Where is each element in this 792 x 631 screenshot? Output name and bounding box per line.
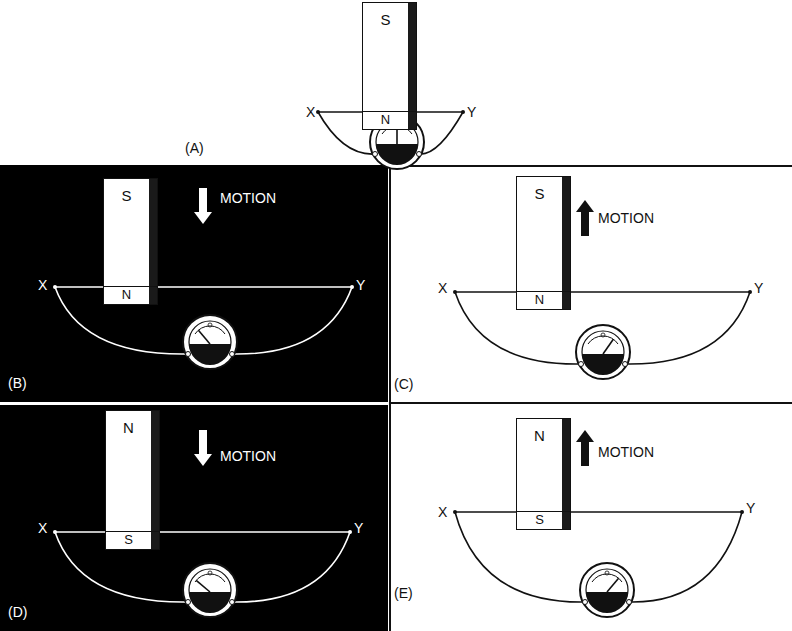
- pole-band: S: [517, 511, 570, 529]
- text-label: Y: [746, 500, 755, 516]
- terminal: [316, 110, 320, 114]
- galvanometer: [576, 325, 630, 379]
- terminal: [453, 510, 457, 514]
- text-label: X: [438, 504, 447, 520]
- meter-lead: [629, 512, 742, 602]
- text-label: X: [38, 277, 47, 293]
- pole-letter: N: [381, 112, 390, 127]
- terminal: [453, 290, 457, 294]
- meter-needle: [196, 580, 210, 592]
- text-label: Y: [354, 520, 363, 536]
- zero-mark: [208, 323, 212, 327]
- galvanometer-base: [586, 592, 628, 613]
- meter-needle: [607, 578, 619, 592]
- text-label: Y: [467, 104, 476, 120]
- pole-letter: N: [106, 419, 151, 436]
- panel-letter: (A): [185, 140, 204, 156]
- meter-lead: [419, 112, 463, 154]
- galvanometer-base: [189, 592, 231, 613]
- pole-letter: S: [517, 185, 562, 202]
- pole-letter: N: [535, 292, 544, 307]
- bar-magnet: SN: [103, 178, 158, 305]
- text-label: X: [38, 520, 47, 536]
- meter-needle: [603, 339, 613, 354]
- bar-magnet: NS: [516, 418, 571, 530]
- meter-terminal: [230, 600, 235, 605]
- terminal: [461, 110, 465, 114]
- bar-magnet: SN: [516, 176, 571, 310]
- pole-letter: S: [363, 11, 408, 28]
- galvanometer-base: [189, 344, 231, 365]
- panel-border: [389, 165, 391, 631]
- panel-letter: (C): [394, 376, 413, 392]
- motion-arrow: [576, 430, 594, 442]
- text-label: MOTION: [220, 190, 276, 206]
- terminal: [748, 290, 752, 294]
- galvanometer: [183, 315, 237, 369]
- zero-mark: [208, 571, 212, 575]
- text-label: MOTION: [598, 444, 654, 460]
- motion-arrow: [581, 442, 589, 466]
- galvanometer-base: [582, 354, 624, 375]
- terminal: [348, 530, 352, 534]
- panel-letter: (E): [394, 585, 413, 601]
- terminal: [53, 285, 57, 289]
- pole-letter: N: [122, 287, 131, 302]
- motion-arrow: [576, 200, 594, 212]
- text-label: MOTION: [220, 448, 276, 464]
- meter-lead: [232, 532, 350, 602]
- meter-terminal: [373, 152, 378, 157]
- motion-arrow: [199, 430, 207, 454]
- conductor-wire: [55, 286, 352, 288]
- meter-needle: [198, 330, 210, 344]
- meter-terminal: [417, 152, 422, 157]
- galvanometer: [580, 563, 634, 617]
- panel-letter: (B): [8, 375, 27, 391]
- pole-letter: S: [104, 187, 149, 204]
- panel-border: [390, 165, 792, 167]
- meter-terminal: [230, 352, 235, 357]
- motion-arrow: [199, 188, 207, 212]
- text-label: Y: [356, 277, 365, 293]
- terminal: [53, 530, 57, 534]
- dark-panel: [0, 165, 388, 402]
- bar-magnet: NS: [105, 410, 160, 550]
- conductor-wire: [55, 531, 350, 533]
- galvanometer: [183, 563, 237, 617]
- meter-terminal: [186, 352, 191, 357]
- meter-terminal: [623, 362, 628, 367]
- zero-mark: [601, 333, 605, 337]
- meter-terminal: [583, 600, 588, 605]
- bar-magnet: SN: [362, 2, 417, 130]
- dark-panel: [0, 405, 388, 631]
- pole-letter: S: [535, 512, 544, 527]
- terminal: [740, 510, 744, 514]
- meter-terminal: [186, 600, 191, 605]
- zero-mark: [605, 571, 609, 575]
- meter-terminal: [627, 600, 632, 605]
- panel-border: [390, 402, 792, 404]
- conductor-wire: [455, 291, 750, 293]
- meter-lead: [625, 292, 750, 364]
- pole-letter: S: [124, 532, 133, 547]
- terminal: [350, 285, 354, 289]
- pole-band: N: [363, 111, 416, 129]
- motion-arrow: [581, 212, 589, 236]
- motion-arrow: [194, 454, 212, 466]
- text-label: MOTION: [598, 210, 654, 226]
- text-label: Y: [754, 280, 763, 296]
- pole-band: N: [517, 291, 570, 309]
- pole-band: S: [106, 531, 159, 549]
- pole-letter: N: [517, 427, 562, 444]
- text-label: X: [438, 280, 447, 296]
- meter-terminal: [579, 362, 584, 367]
- galvanometer-base: [376, 144, 418, 165]
- motion-arrow: [194, 212, 212, 224]
- text-label: X: [306, 104, 315, 120]
- conductor-wire: [455, 511, 742, 513]
- pole-band: N: [104, 286, 157, 304]
- panel-letter: (D): [8, 604, 27, 620]
- meter-lead: [232, 287, 352, 354]
